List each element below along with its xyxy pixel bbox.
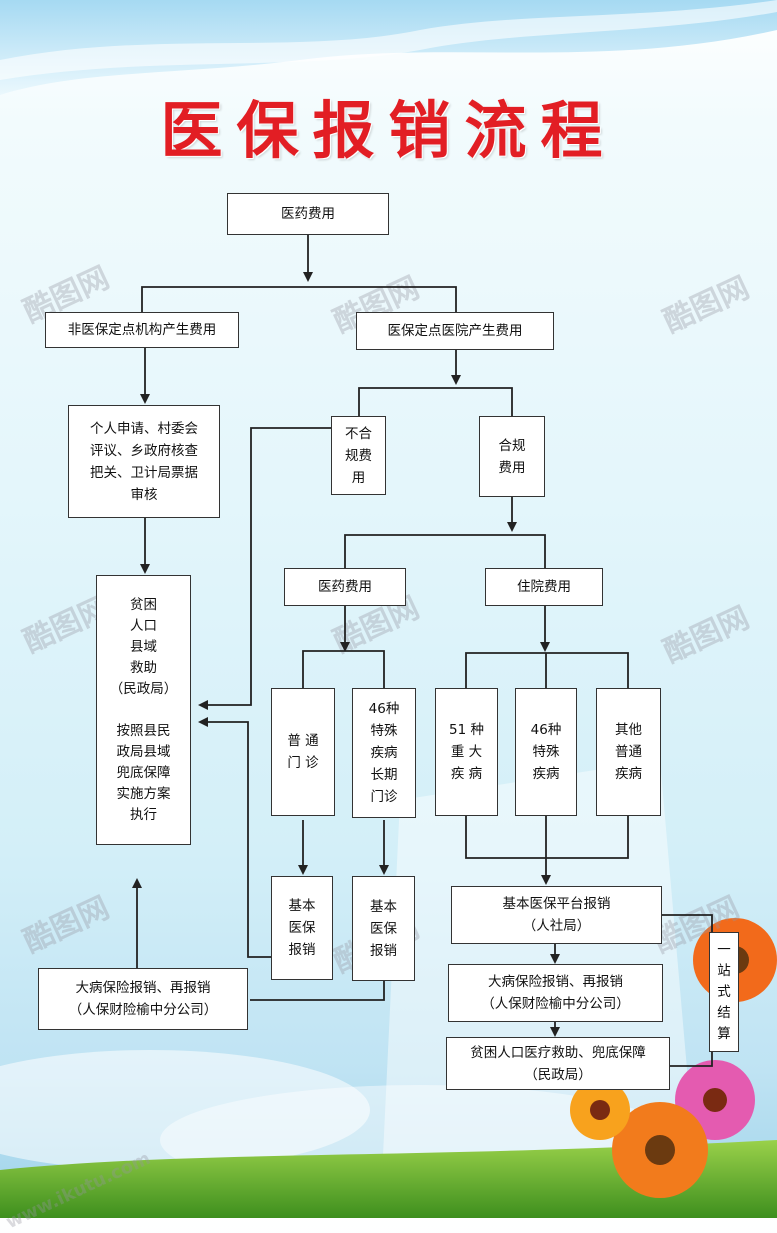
top-swoosh-highlight: [0, 0, 777, 80]
box-other-common-disease: 其他 普通 疾病: [596, 688, 661, 816]
box-46-special-disease: 46种 特殊 疾病: [515, 688, 577, 816]
grass-shape: [0, 1140, 777, 1218]
box-label: 46种 特殊 疾病: [530, 722, 562, 782]
box-label: 医药费用: [318, 579, 372, 595]
box-compliant-cost: 合规 费用: [479, 416, 545, 497]
box-label: 医保定点医院产生费用: [387, 323, 523, 339]
box-label: 基本 医保 报销: [288, 898, 316, 958]
box-basic-insurance-reimbursement-1: 基本 医保 报销: [271, 876, 333, 980]
box-general-outpatient: 普 通 门 诊: [271, 688, 335, 816]
box-label: 基本医保平台报销 （人社局）: [502, 896, 611, 934]
box-drug-cost: 医药费用: [284, 568, 406, 606]
box-label: 46种 特殊 疾病 长期 门诊: [368, 701, 400, 805]
box-label: 贫困人口医疗救助、兜底保障 （民政局）: [470, 1044, 646, 1083]
page-title: 医保报销流程: [160, 94, 617, 167]
box-designated-hospital: 医保定点医院产生费用: [356, 312, 554, 350]
box-label: 普 通 门 诊: [287, 733, 319, 771]
box-critical-illness-insurance-right: 大病保险报销、再报销 （人保财险榆中分公司）: [448, 964, 663, 1022]
box-46-special-disease-outpatient: 46种 特殊 疾病 长期 门诊: [352, 688, 416, 818]
box-label: 一 站 式 结 算: [717, 941, 731, 1042]
box-label: 51 种 重 大 疾 病: [449, 722, 484, 782]
box-label: 合规 费用: [498, 437, 526, 476]
box-label: 贫困 人口 县域 救助 （民政局） 按照县民 政局县域 兜底保障 实施方案 执行: [109, 596, 178, 823]
box-label: 个人申请、村委会 评议、乡政府核查 把关、卫计局票据 审核: [90, 420, 198, 503]
box-label: 非医保定点机构产生费用: [67, 322, 217, 338]
box-poverty-county-aid: 贫困 人口 县域 救助 （民政局） 按照县民 政局县域 兜底保障 实施方案 执行: [96, 575, 191, 845]
box-medical-cost: 医药费用: [227, 193, 389, 235]
box-one-stop-settlement: 一 站 式 结 算: [709, 932, 739, 1052]
box-label: 大病保险报销、再报销 （人保财险榆中分公司）: [481, 974, 630, 1012]
box-critical-illness-insurance-left: 大病保险报销、再报销 （人保财险榆中分公司）: [38, 968, 248, 1030]
box-label: 其他 普通 疾病: [615, 722, 642, 782]
box-poverty-medical-assistance: 贫困人口医疗救助、兜底保障 （民政局）: [446, 1037, 670, 1090]
box-51-major-disease: 51 种 重 大 疾 病: [435, 688, 498, 816]
box-label: 不合 规费 用: [345, 425, 372, 486]
box-basic-insurance-platform: 基本医保平台报销 （人社局）: [451, 886, 662, 944]
box-personal-application: 个人申请、村委会 评议、乡政府核查 把关、卫计局票据 审核: [68, 405, 220, 518]
box-hospitalization-cost: 住院费用: [485, 568, 603, 606]
box-label: 医药费用: [281, 206, 335, 222]
box-non-designated-institution: 非医保定点机构产生费用: [45, 312, 239, 348]
box-label: 住院费用: [517, 579, 571, 595]
cloud-shape: [0, 1050, 370, 1170]
box-label: 基本 医保 报销: [370, 898, 397, 959]
box-label: 大病保险报销、再报销 （人保财险榆中分公司）: [68, 980, 218, 1018]
box-non-compliant-cost: 不合 规费 用: [331, 416, 386, 495]
box-basic-insurance-reimbursement-2: 基本 医保 报销: [352, 876, 415, 981]
